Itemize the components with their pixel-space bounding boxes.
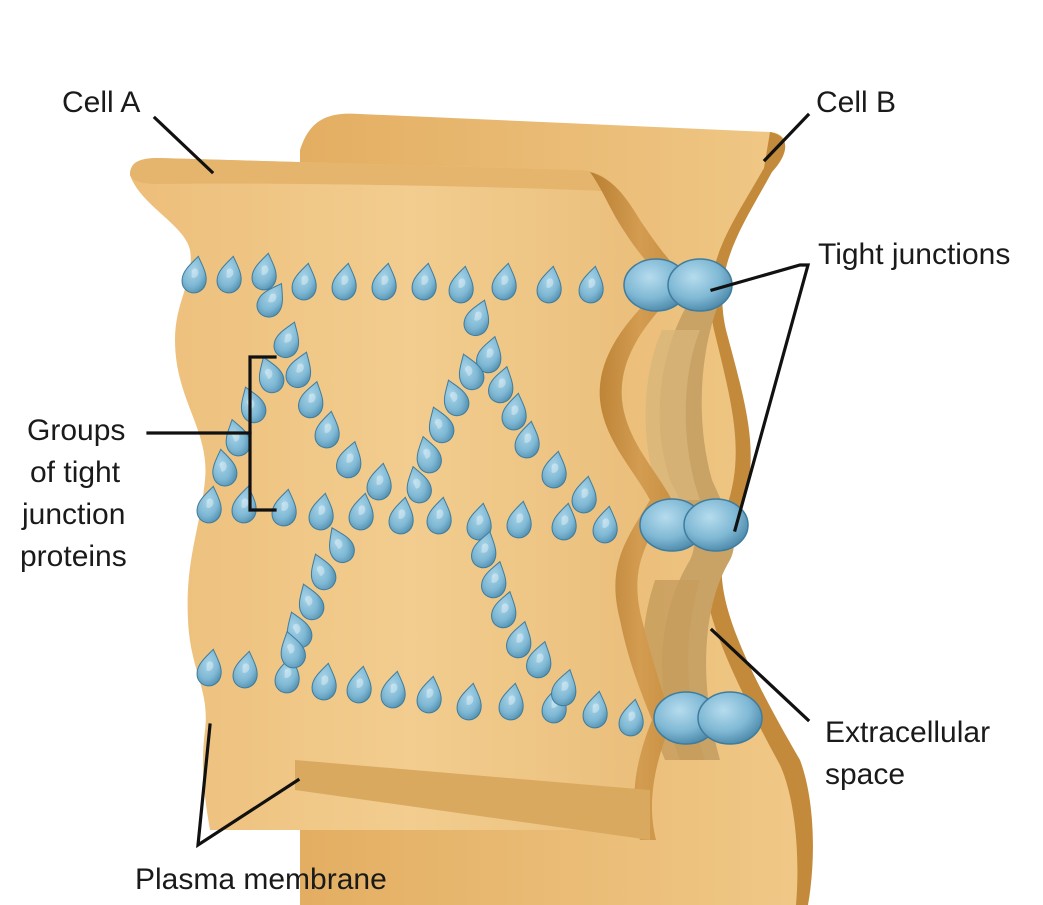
label-cell-a: Cell A [62, 86, 140, 119]
label-plasma-membrane: Plasma membrane [135, 863, 387, 896]
label-groups-line2: of tight [30, 456, 121, 489]
tight-junction-middle [640, 499, 748, 551]
label-extracellular-line1: Extracellular [825, 716, 990, 749]
label-cell-b: Cell B [816, 86, 896, 119]
label-groups-line3: junction [21, 498, 125, 531]
label-tight-junctions: Tight junctions [818, 238, 1010, 271]
tight-junction-top [624, 259, 732, 311]
tight-junction-bottom [654, 692, 762, 744]
label-groups-line1: Groups [27, 414, 125, 447]
label-extracellular-line2: space [825, 758, 905, 791]
label-groups-line4: proteins [20, 540, 127, 573]
